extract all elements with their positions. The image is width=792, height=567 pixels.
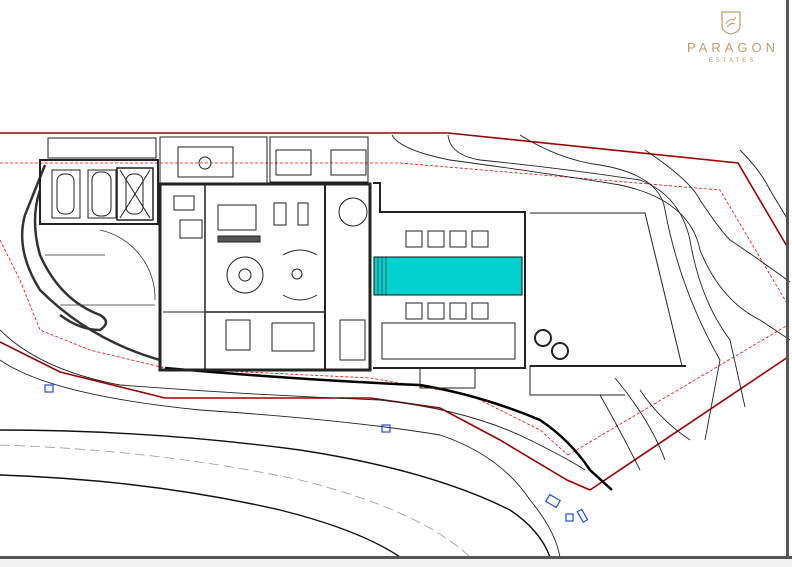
car-icon — [125, 173, 144, 215]
swimming-pool — [373, 256, 523, 296]
turning-circle — [45, 229, 156, 306]
viewer-background — [0, 559, 792, 567]
viewer-frame-bottom — [0, 556, 792, 559]
brand-logo: PARAGON ESTATES — [676, 10, 786, 64]
setback-line — [0, 162, 789, 456]
contour-lines — [0, 134, 791, 558]
main-house — [158, 182, 372, 372]
spiral-stair — [226, 256, 264, 294]
utility-boxes — [44, 384, 589, 524]
utility-box — [576, 508, 589, 524]
tree-icon — [551, 342, 569, 360]
utility-box — [381, 424, 391, 433]
brand-name: PARAGON — [686, 40, 780, 55]
garage — [39, 137, 159, 225]
car-icon — [56, 173, 75, 215]
round-table — [338, 197, 368, 227]
sun-loungers — [405, 230, 489, 320]
utility-box — [544, 493, 562, 509]
tree-icon — [534, 329, 552, 347]
utility-box — [44, 384, 54, 393]
pool-deck — [373, 182, 526, 389]
retaining-wall — [164, 366, 613, 491]
car-icon — [91, 171, 112, 217]
stairs — [179, 219, 203, 239]
property-boundary — [0, 132, 789, 491]
driveway — [20, 164, 161, 362]
utility-box — [565, 513, 574, 522]
viewer-frame-right — [786, 0, 789, 560]
logo-crest-icon — [721, 11, 741, 35]
road — [0, 429, 551, 558]
dining-table — [217, 204, 257, 231]
lawn-area — [529, 212, 686, 396]
terraces — [159, 136, 369, 185]
brand-subtitle: ESTATES — [708, 58, 757, 64]
